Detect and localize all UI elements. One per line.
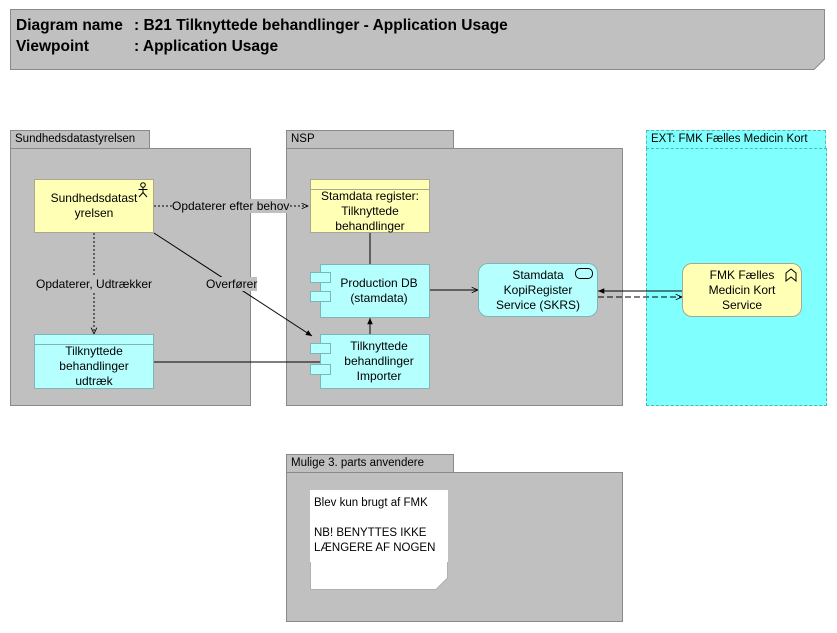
stamdata-text: Stamdata register: Tilknyttede behandlin… [311,188,429,233]
skrs-line-1: Stamdata [512,267,564,282]
business-actor-sundhedsdatastyrelsen[interactable]: Sundhedsdatast yrelsen [34,179,154,233]
stamdata-line-2: Tilknyttede [341,203,399,218]
note-line-2: NB! BENYTTES IKKE [314,527,427,539]
note-line-1: Blev kun brugt af FMK [314,497,428,509]
group-tab-sundhedsdatastyrelsen[interactable]: Sundhedsdatastyrelsen [10,130,150,149]
note-blev-kun-brugt[interactable]: Blev kun brugt af FMK NB! BENYTTES IKKE … [310,490,448,590]
importer-line-1: Tilknyttede [350,339,408,353]
diagram-name-label: Diagram name [16,17,123,34]
diagram-name-value: : B21 Tilknyttede behandlinger - Applica… [134,17,508,34]
business-object-header-line [311,189,429,190]
data-object-header-line [35,344,153,345]
component-icon-top-tab [310,272,331,283]
business-object-stamdata-register[interactable]: Stamdata register: Tilknyttede behandlin… [310,179,430,233]
proddb-text: Production DB (stamdata) [332,276,417,306]
udtraek-text: Tilknyttede behandlinger udtræk [35,344,153,388]
udtraek-line-2: behandlinger [59,359,129,373]
viewpoint-label: Viewpoint [16,38,89,55]
app-service-skrs[interactable]: Stamdata KopiRegister Service (SKRS) [478,263,598,317]
importer-text: Tilknyttede behandlinger Importer [336,339,413,384]
component-icon-bottom-tab [310,291,331,302]
app-component-importer[interactable]: Tilknyttede behandlinger Importer [320,334,430,389]
data-object-tilknyttede-behandlinger-udtraek[interactable]: Tilknyttede behandlinger udtræk [34,334,154,389]
actor-line-2: yrelsen [74,206,114,220]
fmk-line-3: Service [721,297,762,312]
importer-line-2: behandlinger [344,354,414,368]
fmk-line-1: FMK Fælles [709,267,775,282]
actor-line-1: Sundhedsdatast [50,191,138,205]
stamdata-line-3: behandlinger [335,218,405,233]
group-tab-ext-fmk[interactable]: EXT: FMK Fælles Medicin Kort [646,130,826,149]
component-icon-top-tab [310,343,331,354]
skrs-line-2: KopiRegister [503,282,573,297]
header-frame [10,9,825,70]
label-opdaterer-efter-behov: Opdaterer efter behov [172,199,290,213]
skrs-line-3: Service (SKRS) [495,297,581,312]
diagram-header: Diagram name : B21 Tilknyttede behandling… [10,9,825,70]
component-icon-bottom-tab [310,364,331,375]
function-chevron-icon [785,268,797,282]
proddb-line-1: Production DB [340,276,418,290]
app-component-production-db[interactable]: Production DB (stamdata) [320,264,430,318]
stamdata-line-1: Stamdata register: [320,188,420,203]
note-line-3: LÆNGERE AF NOGEN [314,542,436,554]
skrs-text: Stamdata KopiRegister Service (SKRS) [496,268,580,313]
importer-line-3: Importer [356,369,402,383]
service-icon [575,268,593,279]
business-service-fmk[interactable]: FMK Fælles Medicin Kort Service [682,263,802,317]
label-overforer: Overfører [206,277,258,291]
label-opdaterer-udtraekker: Opdaterer, Udtrækker [36,277,153,291]
actor-stickfigure-icon [138,182,148,198]
udtraek-line-1: Tilknyttede [65,344,123,358]
proddb-line-2: (stamdata) [350,291,408,305]
group-tab-nsp[interactable]: NSP [286,130,454,149]
fmk-line-2: Medicin Kort [708,282,776,297]
note-text: Blev kun brugt af FMK NB! BENYTTES IKKE … [310,490,448,562]
viewpoint-row: Viewpoint : Application Usage [16,38,278,56]
actor-text: Sundhedsdatast yrelsen [51,191,138,221]
udtraek-line-3: udtræk [75,374,113,388]
fmk-text: FMK Fælles Medicin Kort Service [709,268,776,313]
diagram-name-row: Diagram name : B21 Tilknyttede behandling… [16,17,508,35]
viewpoint-value: : Application Usage [134,38,279,55]
